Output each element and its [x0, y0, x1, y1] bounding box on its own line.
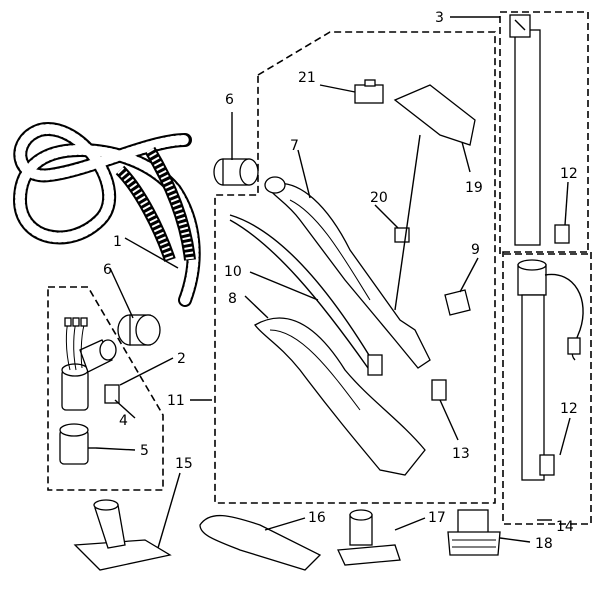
lower-wand-box: [502, 251, 592, 525]
handle-group-box: [214, 31, 496, 504]
callout-2: 2: [177, 351, 186, 367]
callout-14: 14: [556, 519, 574, 535]
callout-21: 21: [298, 70, 316, 86]
grip-cover: [393, 84, 476, 146]
dusting-brush: [447, 509, 501, 556]
lower-wand: [517, 259, 584, 481]
latch: [444, 289, 471, 316]
callout-17: 17: [428, 510, 446, 526]
hose-cuff-upper: [213, 158, 259, 186]
fitting: [431, 379, 447, 401]
switch: [59, 423, 96, 465]
callout-18: 18: [535, 536, 553, 552]
clip: [104, 384, 120, 404]
callout-4: 4: [119, 413, 128, 429]
callout-20: 20: [370, 190, 388, 206]
callout-16: 16: [308, 510, 326, 526]
cord-group-box: [47, 286, 164, 491]
wiring: [229, 214, 383, 376]
callout-12-lower: 12: [560, 401, 578, 417]
callout-3: 3: [435, 10, 444, 26]
callout-8: 8: [228, 291, 237, 307]
callout-7: 7: [290, 138, 299, 154]
callout-15: 15: [175, 456, 193, 472]
hose-coil: [12, 122, 201, 307]
callout-6-upper: 6: [225, 92, 234, 108]
callout-19: 19: [465, 180, 483, 196]
callout-13: 13: [452, 446, 470, 462]
swivel-assembly: [61, 317, 117, 411]
callout-1: 1: [113, 234, 122, 250]
callout-5: 5: [140, 443, 149, 459]
leader-lines: [95, 16, 571, 549]
small-switch: [354, 79, 384, 104]
callout-labels: 1 2 3 4 5 6 6 7 8 9 10 11 12 12 13 14 15…: [103, 10, 578, 552]
floor-tool: [73, 499, 172, 571]
upper-wand: [509, 14, 570, 246]
upper-wand-box: [499, 11, 589, 255]
callout-12-upper: 12: [560, 166, 578, 182]
hose-cuff-lower: [117, 314, 161, 346]
upholstery-tool: [337, 509, 401, 566]
callout-6-lower: 6: [103, 262, 112, 278]
crevice-tool: [199, 514, 322, 571]
handle: [264, 176, 431, 369]
callout-11: 11: [167, 393, 185, 409]
handle-half: [254, 317, 426, 476]
callout-10: 10: [224, 264, 242, 280]
callout-9: 9: [471, 242, 480, 258]
